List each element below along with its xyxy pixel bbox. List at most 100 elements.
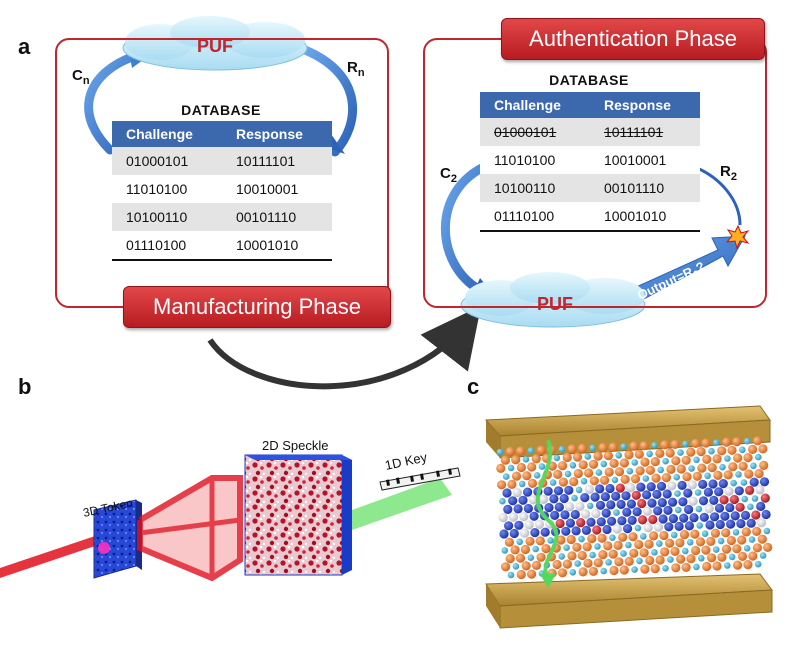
atom [559, 493, 569, 504]
atom [681, 562, 691, 573]
atom [759, 477, 770, 487]
atom [522, 471, 532, 481]
atom [563, 544, 570, 551]
atom [647, 498, 657, 508]
conduction-arrowhead [540, 574, 556, 588]
atom [562, 559, 573, 569]
challenge-cell: 01110100 [480, 202, 590, 232]
response-arrow-manufacturing [300, 45, 357, 157]
atom [684, 521, 695, 531]
atom [619, 458, 630, 468]
atom [531, 454, 541, 464]
atom [512, 488, 522, 498]
atom [640, 457, 650, 467]
atom [615, 483, 625, 493]
table-row: 10100110 00101110 [480, 174, 700, 202]
atom [763, 542, 773, 553]
atom [733, 560, 743, 570]
atom [693, 563, 700, 571]
atom [564, 485, 574, 495]
atom [676, 464, 686, 474]
atom [611, 476, 619, 484]
atom [656, 540, 663, 547]
atom [755, 485, 765, 495]
atom [724, 562, 731, 569]
atom [593, 451, 603, 461]
atom [631, 459, 638, 466]
atom [554, 502, 564, 512]
atom [714, 487, 724, 497]
scatter-beam [137, 475, 243, 582]
challenge-arrow-manufacturing [84, 50, 143, 155]
atom [671, 456, 681, 466]
atom [743, 545, 751, 552]
atom [743, 437, 751, 445]
atom [573, 468, 583, 479]
panel-a-label: a [18, 34, 31, 59]
key-1d [379, 467, 461, 491]
atom [604, 467, 614, 477]
atom [569, 477, 579, 487]
atom [620, 474, 630, 484]
atom [536, 552, 546, 562]
atom [668, 514, 679, 524]
atom [749, 477, 759, 487]
atom [650, 457, 660, 467]
atom [608, 549, 618, 559]
atom [679, 530, 690, 540]
atom [589, 551, 596, 559]
atom [595, 500, 606, 510]
atom [662, 489, 672, 499]
atom [634, 524, 642, 532]
atom [596, 517, 606, 527]
atom [570, 509, 580, 520]
atom [578, 460, 588, 470]
atom [616, 499, 626, 509]
atom [729, 494, 740, 505]
conduction-path [535, 439, 559, 580]
panel-c-label: c [467, 374, 480, 399]
atom [657, 498, 667, 508]
atom [648, 514, 658, 525]
atom [662, 457, 669, 465]
atom [694, 489, 702, 496]
atom [509, 528, 519, 539]
atom [603, 541, 613, 551]
atom [621, 491, 631, 501]
atom [705, 520, 715, 530]
atom [637, 498, 647, 509]
atom [678, 497, 688, 507]
atom [622, 507, 632, 517]
atom [508, 496, 518, 506]
atom-lattice [496, 436, 773, 580]
response-symbol-manufacturing: Rn [347, 59, 365, 79]
challenge-cell: 01000101 [112, 147, 222, 175]
atom [725, 503, 735, 513]
atom [690, 529, 700, 539]
atom [586, 517, 596, 527]
response-cell: 00101110 [221, 203, 332, 231]
atom [502, 473, 510, 480]
atom [582, 542, 592, 552]
atom [695, 537, 706, 547]
speckle-2d [244, 454, 352, 576]
atom [504, 521, 514, 531]
atom [637, 515, 648, 525]
atom [743, 453, 753, 463]
atom [511, 471, 522, 481]
atom [541, 544, 551, 554]
atom [702, 561, 712, 572]
atom [520, 528, 530, 538]
atom [623, 524, 633, 534]
atom [586, 502, 594, 510]
atom [728, 553, 736, 561]
response-cell: 10001010 [589, 202, 700, 232]
memristor-stack [484, 405, 773, 629]
atom [609, 565, 619, 576]
atom [587, 534, 597, 544]
atom [704, 504, 714, 514]
puf-label-authentication: PUF [537, 294, 573, 314]
table-row-used: 01000101 10111101 [480, 118, 700, 146]
atom [682, 440, 689, 448]
atom [502, 488, 512, 498]
